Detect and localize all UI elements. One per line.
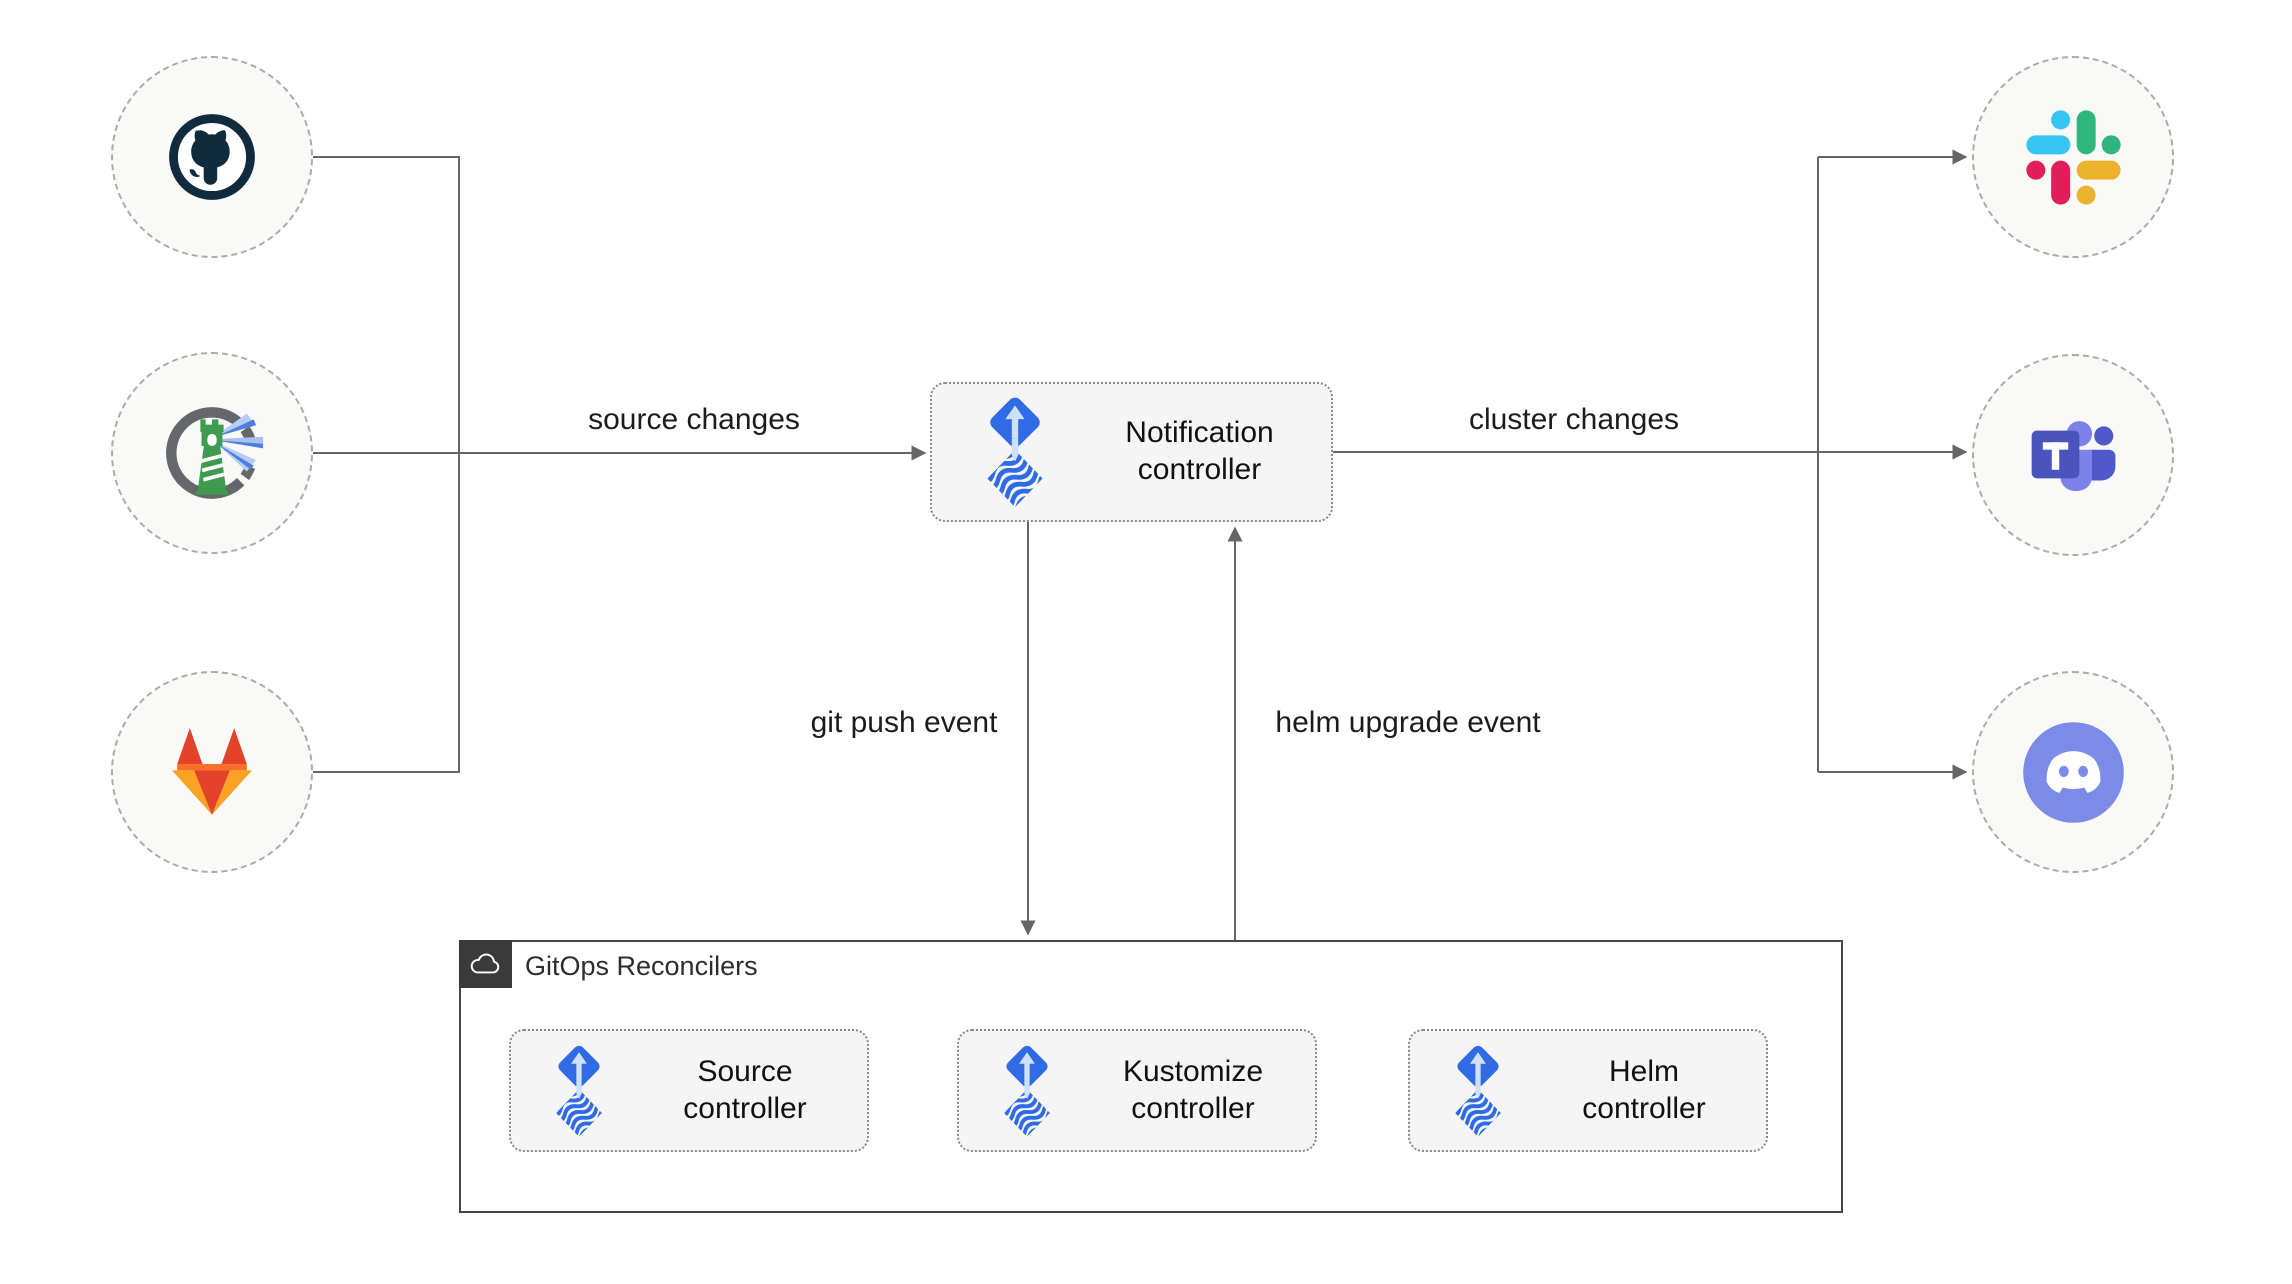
edge-label-helm-upgrade-event: helm upgrade event: [1270, 706, 1546, 740]
teams-icon: [2031, 421, 2116, 492]
source-node-github: [111, 56, 313, 258]
helm-controller-label: Helm controller: [1582, 1054, 1706, 1125]
target-node-teams: [1972, 354, 2174, 556]
kustomize-controller-node: Kustomize controller: [957, 1029, 1317, 1152]
kustomize-controller-label: Kustomize controller: [1122, 1054, 1264, 1125]
edge-label-git-push-event: git push event: [805, 706, 1003, 740]
target-node-slack: [1972, 56, 2174, 258]
gitlab-icon: [171, 727, 253, 815]
source-controller-node: Source controller: [509, 1029, 869, 1152]
source-node-harbor: [111, 352, 313, 554]
edge-label-cluster-changes: cluster changes: [1463, 403, 1685, 437]
flux-logo-glyph: [1455, 1045, 1501, 1137]
source-node-gitlab: [111, 671, 313, 873]
helm-controller-node: Helm controller: [1408, 1029, 1768, 1152]
flux-icon: [535, 1040, 623, 1142]
gitops-reconcilers-group: GitOps Reconcilers Source controller: [458, 939, 1843, 1213]
flux-icon: [1434, 1040, 1522, 1142]
group-badge: [458, 939, 512, 988]
flux-icon: [962, 391, 1068, 513]
source-controller-label: Source controller: [683, 1054, 807, 1125]
cloud-icon: [470, 953, 500, 973]
discord-icon: [2022, 721, 2124, 823]
flux-logo-glyph: [1004, 1045, 1050, 1137]
slack-icon: [2025, 109, 2121, 205]
notification-controller-node: Notification controller: [930, 382, 1333, 522]
edge-label-source-changes: source changes: [583, 403, 805, 437]
flux-icon: [983, 1040, 1071, 1142]
notification-controller-label: Notification controller: [1125, 416, 1274, 486]
target-node-discord: [1972, 671, 2174, 873]
group-title: GitOps Reconcilers: [525, 951, 758, 981]
flux-logo-glyph: [556, 1045, 602, 1137]
harbor-icon: [166, 407, 264, 499]
github-icon: [169, 114, 255, 200]
flux-logo-glyph: [987, 397, 1043, 508]
